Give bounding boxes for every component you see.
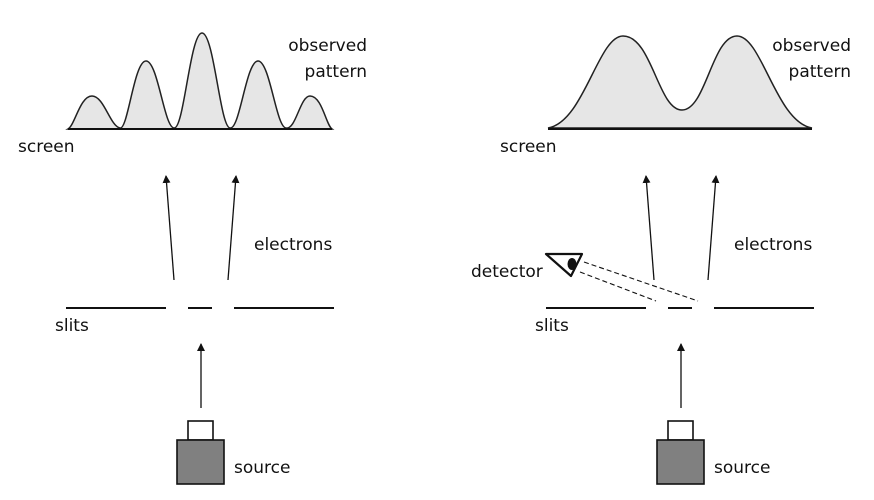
observed-pattern-label-line1: observed [772, 36, 851, 56]
electrons-label: electrons [734, 235, 812, 255]
source-box [656, 439, 705, 485]
source-nozzle [187, 420, 214, 441]
source-label: source [234, 458, 290, 478]
panel-right: observed pattern screen electrons detect… [471, 35, 851, 485]
electrons-label: electrons [254, 235, 332, 255]
detector-label: detector [471, 262, 543, 282]
detector-sightline [579, 271, 657, 302]
source-nozzle [667, 420, 694, 441]
observed-pattern-label-line1: observed [288, 36, 367, 56]
observed-pattern-label-line2: pattern [789, 62, 851, 82]
eye-icon [544, 252, 584, 278]
panel-left: observed pattern screen electrons slits … [18, 32, 367, 485]
two-peak-pattern [547, 35, 813, 129]
detector-sightline [583, 261, 699, 302]
source-box [176, 439, 225, 485]
electron-path-upper-slit [642, 175, 655, 281]
slits-label: slits [55, 316, 89, 336]
screen-label: screen [18, 137, 75, 157]
observed-pattern-label-line2: pattern [305, 62, 367, 82]
source-label: source [714, 458, 770, 478]
electron-path-upper-slit [162, 175, 175, 281]
screen-label: screen [500, 137, 557, 157]
slits-label: slits [535, 316, 569, 336]
electron-path-lower-slit [227, 175, 240, 281]
interference-pattern [65, 32, 335, 130]
electron-path-lower-slit [707, 175, 720, 281]
